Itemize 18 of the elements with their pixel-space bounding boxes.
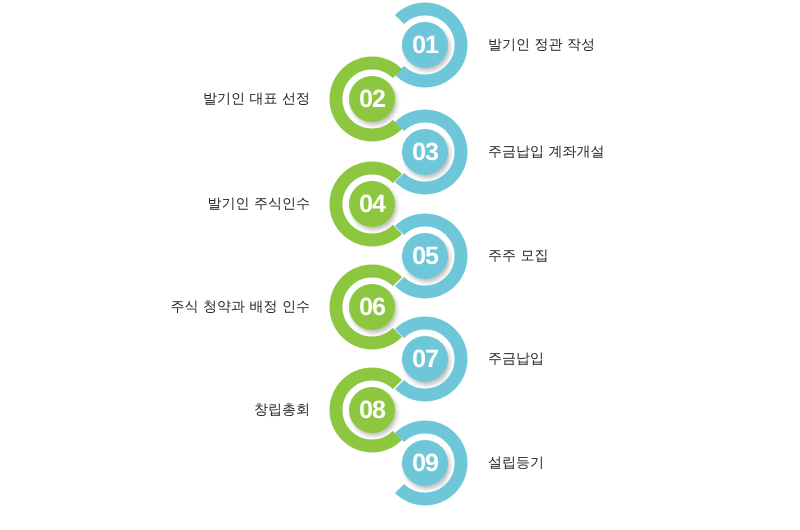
step-label: 발기인 주식인수 xyxy=(208,195,310,214)
step-label: 창립총회 xyxy=(254,401,310,420)
step-label: 발기인 정관 작성 xyxy=(488,36,595,55)
step-label: 설립등기 xyxy=(488,454,544,473)
step-number-circle: 06 xyxy=(349,284,395,330)
step-number-circle: 05 xyxy=(402,233,448,279)
step-number-circle: 07 xyxy=(402,336,448,382)
step-number-circle: 08 xyxy=(349,387,395,433)
step-number-circle: 04 xyxy=(349,181,395,227)
step-label: 주주 모집 xyxy=(488,247,548,266)
step-label: 주금납입 계좌개설 xyxy=(488,143,604,162)
step-number-circle: 02 xyxy=(349,76,395,122)
step-number-circle: 09 xyxy=(402,440,448,486)
step-label: 주금납입 xyxy=(488,350,544,369)
step-number-circle: 03 xyxy=(402,129,448,175)
step-label: 주식 청약과 배정 인수 xyxy=(170,298,310,317)
step-number-circle: 01 xyxy=(402,22,448,68)
step-label: 발기인 대표 선정 xyxy=(203,90,310,109)
